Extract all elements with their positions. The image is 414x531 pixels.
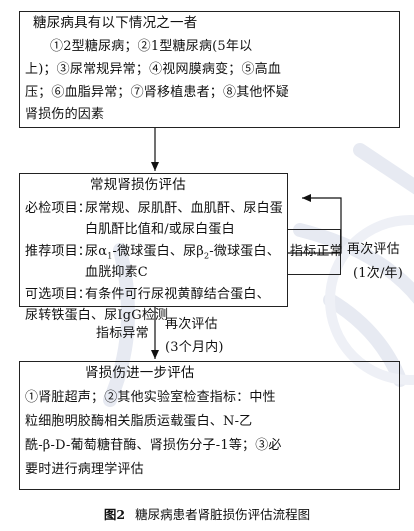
figure-number: 图2 bbox=[103, 507, 126, 522]
further-assessment-line-1: ①肾脏超声；②其他实验室检查指标：中性 bbox=[25, 390, 276, 405]
normal-indicator-box bbox=[287, 229, 341, 275]
required-items-line-1: 尿常规、尿肌酐、血肌酐、尿白蛋 bbox=[85, 201, 284, 216]
criteria-line-1: ①2型糖尿病；②1型糖尿病(5年以 bbox=[50, 39, 253, 54]
recommended-items-line-1: 尿α1-微球蛋白、尿β2-微球蛋白、 bbox=[85, 244, 280, 261]
optional-items-label: 可选项目： bbox=[25, 287, 92, 302]
figure-caption: 图2 糖尿病患者肾脏损伤评估流程图 bbox=[0, 504, 414, 523]
loop-line-right bbox=[287, 194, 342, 254]
normal-indicator-label: 指标正常 bbox=[290, 244, 343, 259]
optional-items-line-2: 尿转铁蛋白、尿IgG检测 bbox=[25, 308, 169, 323]
criteria-box bbox=[19, 11, 400, 128]
recommended-items-label: 推荐项目： bbox=[25, 244, 92, 259]
annual-reassess-frequency: (1次/年) bbox=[353, 266, 403, 281]
optional-items-line-1: 有条件可行尿视黄醇结合蛋白、 bbox=[85, 287, 270, 302]
required-items-label: 必检项目： bbox=[25, 201, 92, 216]
reassess-label: 再次评估 bbox=[165, 317, 218, 332]
figure-title: 糖尿病患者肾脏损伤评估流程图 bbox=[135, 507, 311, 522]
further-assessment-line-4: 要时进行病理学评估 bbox=[25, 462, 144, 477]
required-items-line-2: 白肌酐比值和/或尿白蛋白 bbox=[85, 222, 235, 237]
annual-reassess-label: 再次评估 bbox=[347, 242, 400, 257]
further-assessment-line-2: 粒细胞明胶酶相关脂质运载蛋白、N-乙 bbox=[25, 414, 253, 429]
recommended-items-line-2: 血胱抑素C bbox=[85, 265, 148, 280]
further-assessment-title: 肾损伤进一步评估 bbox=[85, 365, 195, 381]
further-assessment-box bbox=[19, 361, 400, 490]
abnormal-indicator-label: 指标异常 bbox=[96, 326, 149, 341]
further-assessment-line-3: 酰-β-D-葡萄糖苷酶、肾损伤分子-1等；③必 bbox=[25, 438, 282, 453]
criteria-line-4: 肾损伤的因素 bbox=[25, 107, 105, 122]
routine-assessment-title: 常规肾损伤评估 bbox=[90, 177, 186, 193]
criteria-line-3: 压；⑥血脂异常；⑦肾移植患者；⑧其他怀疑 bbox=[25, 85, 290, 100]
criteria-title: 糖尿病具有以下情况之一者 bbox=[33, 15, 198, 31]
reassess-interval: (3个月内) bbox=[165, 340, 224, 355]
criteria-line-2: 上)；③尿常规异常；④视网膜病变；⑤高血 bbox=[25, 62, 282, 77]
